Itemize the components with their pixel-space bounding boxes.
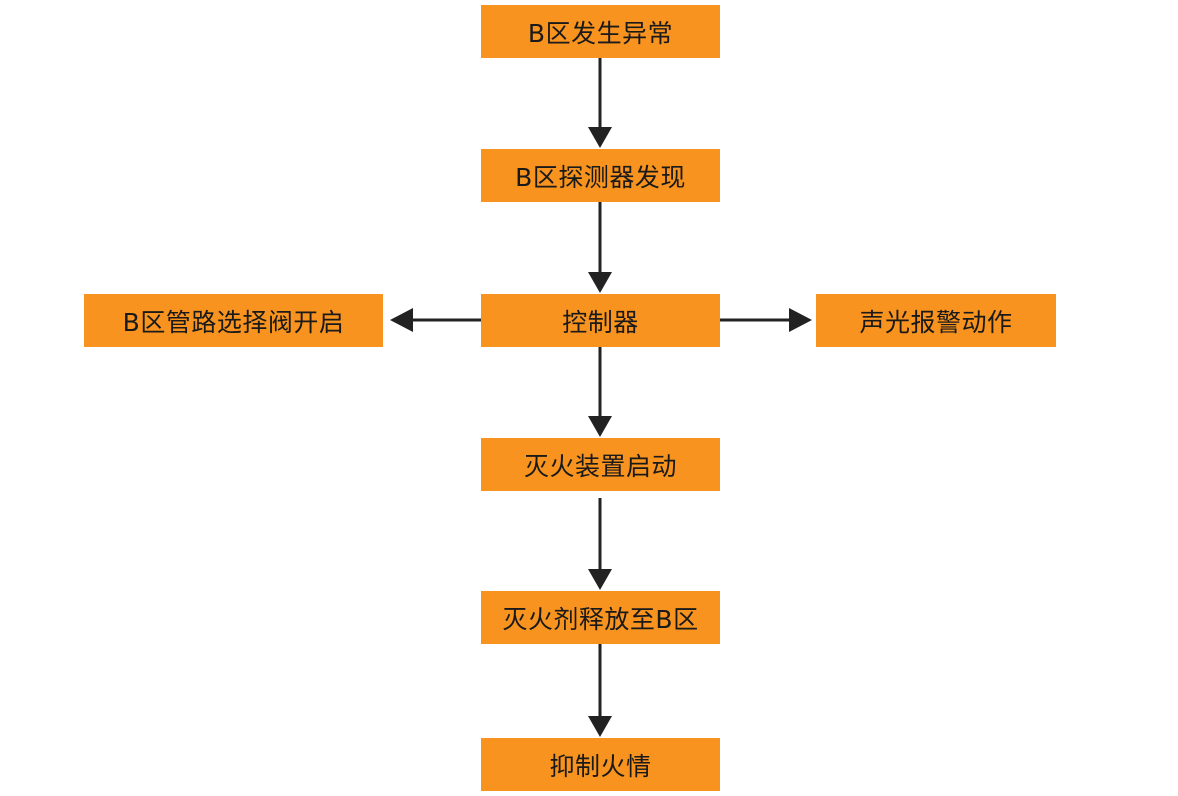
arrowhead-valve xyxy=(390,308,413,332)
node-controller: 控制器 xyxy=(481,294,720,347)
node-extinguisher-start: 灭火装置启动 xyxy=(481,438,720,491)
arrowhead-device xyxy=(588,416,612,437)
arrowhead-release xyxy=(588,569,612,590)
node-fire-suppressed: 抑制火情 xyxy=(481,738,720,791)
node-agent-release: 灭火剂释放至B区 xyxy=(481,591,720,644)
node-b-zone-detector: B区探测器发现 xyxy=(481,149,720,202)
arrowhead-suppress xyxy=(588,716,612,737)
node-pipeline-valve-open: B区管路选择阀开启 xyxy=(84,294,383,347)
node-b-zone-abnormal: B区发生异常 xyxy=(481,5,720,58)
arrowhead-controller xyxy=(588,272,612,293)
arrowhead-detect xyxy=(588,127,612,148)
arrowhead-alarm xyxy=(789,308,812,332)
node-audible-visual-alarm: 声光报警动作 xyxy=(816,294,1056,347)
